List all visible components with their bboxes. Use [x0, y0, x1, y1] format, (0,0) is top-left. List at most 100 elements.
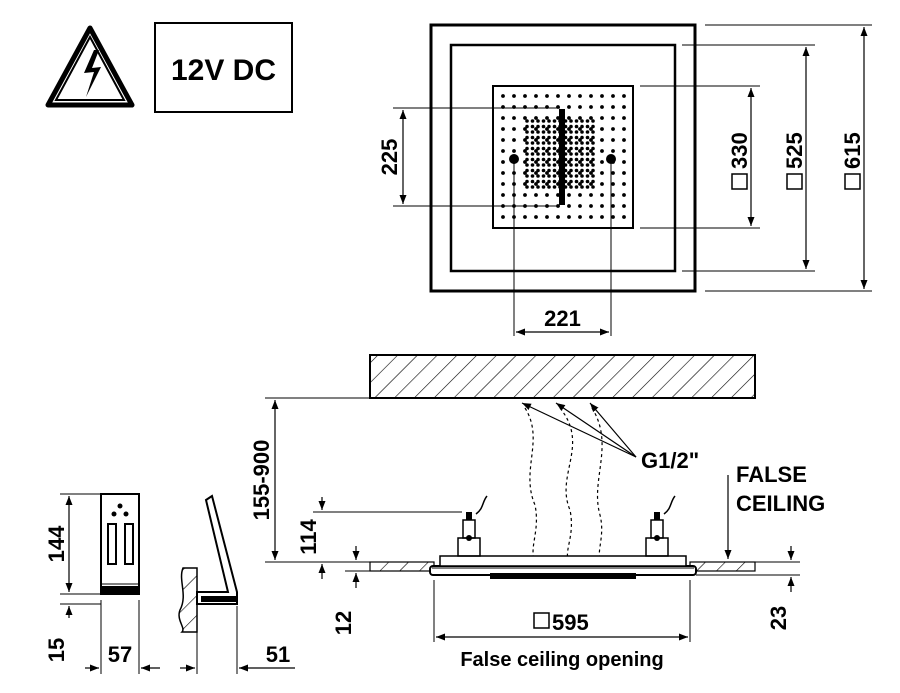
nozzle-dot-dense — [580, 185, 584, 189]
svg-text:525: 525 — [782, 132, 807, 169]
nozzle-dot-dense — [530, 157, 535, 162]
nozzle-dot — [501, 94, 505, 98]
nozzle-dot-dense — [552, 163, 557, 167]
nozzle-dot-dense — [552, 119, 557, 123]
nozzle-dot-dense — [591, 174, 595, 178]
control-unit-front: 144 15 57 — [44, 493, 160, 674]
nozzle-dot-dense — [591, 130, 595, 134]
nozzle-dot-dense — [530, 119, 535, 123]
nozzle-dot-dense — [591, 124, 595, 129]
nozzle-dot-dense — [541, 130, 546, 134]
nozzle-dot — [545, 149, 549, 153]
nozzle-dot-dense — [536, 168, 540, 173]
nozzle-dot-dense — [536, 163, 540, 167]
nozzle-dot-dense — [552, 130, 557, 134]
nozzle-dot — [534, 149, 538, 153]
nozzle-dot — [600, 193, 604, 197]
nozzle-dot-dense — [552, 157, 557, 162]
nozzle-dot — [578, 182, 582, 186]
water-hoses — [524, 407, 603, 561]
nozzle-dot — [611, 149, 615, 153]
nozzle-dot-dense — [580, 124, 584, 129]
nozzle-dot — [589, 204, 593, 208]
nozzle-dot — [501, 127, 505, 131]
nozzle-dot — [501, 160, 505, 164]
nozzle-dot-dense — [574, 152, 579, 156]
nozzle-dot — [589, 149, 593, 153]
top-view: 225 221 330 525 615 — [377, 23, 872, 336]
nozzle-dot-dense — [569, 141, 573, 145]
nozzle-dot-dense — [547, 119, 551, 123]
nozzle-dot-dense — [541, 163, 546, 167]
nozzle-dot — [545, 94, 549, 98]
nozzle-dot — [512, 127, 516, 131]
nozzle-dot-dense — [530, 163, 535, 167]
nozzle-dot-dense — [552, 168, 557, 173]
wall-section — [178, 567, 198, 633]
nozzle-dot — [578, 94, 582, 98]
nozzle-dot — [622, 215, 626, 219]
nozzle-dot-dense — [525, 119, 529, 123]
nozzle-dot — [567, 204, 571, 208]
nozzle-dot — [600, 149, 604, 153]
nozzle-dot — [622, 94, 626, 98]
voltage-label: 12V DC — [171, 54, 276, 87]
nozzle-dot-dense — [536, 141, 540, 145]
nozzle-dot — [611, 171, 615, 175]
nozzle-dot — [600, 171, 604, 175]
nozzle-dot — [600, 105, 604, 109]
side-view: G1/2" FALSE CEILING — [249, 354, 825, 671]
nozzle-dot — [567, 215, 571, 219]
nozzle-dot-dense — [585, 152, 590, 156]
nozzle-dot — [534, 193, 538, 197]
nozzle-dot — [545, 171, 549, 175]
dim-221-label: 221 — [544, 306, 581, 331]
dim-12-label: 12 — [331, 611, 356, 635]
dim-525-label: 525 — [782, 132, 807, 190]
nozzle-dot-dense — [530, 130, 535, 134]
nozzle-dot-dense — [525, 141, 529, 145]
nozzle-dot-dense — [547, 135, 551, 140]
nozzle-dot-dense — [569, 152, 573, 156]
false-ceiling-label-line1: FALSE — [736, 462, 807, 487]
nozzle-dot — [567, 116, 571, 120]
nozzle-dot — [589, 116, 593, 120]
nozzle-dot — [600, 204, 604, 208]
nozzle-dot-dense — [525, 146, 529, 151]
nozzle-dot-dense — [541, 135, 546, 140]
nozzle-dot-dense — [574, 135, 579, 140]
nozzle-dot — [523, 127, 527, 131]
nozzle-dot — [556, 215, 560, 219]
nozzle-dot — [523, 215, 527, 219]
nozzle-dot — [611, 138, 615, 142]
nozzle-dot — [501, 171, 505, 175]
nozzle-dot — [523, 138, 527, 142]
nozzle-dot — [567, 105, 571, 109]
nozzle-dot — [523, 149, 527, 153]
nozzle-dot-dense — [569, 157, 573, 162]
nozzle-dot-dense — [569, 185, 573, 189]
nozzle-dot-dense — [525, 124, 529, 129]
nozzle-dot-dense — [536, 174, 540, 178]
nozzle-dot — [622, 204, 626, 208]
nozzle-dot — [545, 182, 549, 186]
dim-23-label: 23 — [766, 606, 791, 630]
nozzle-dot-dense — [525, 163, 529, 167]
nozzle-dot-dense — [569, 174, 573, 178]
false-ceiling-label-line2: CEILING — [736, 491, 825, 516]
nozzle-dot — [589, 127, 593, 131]
nozzle-dot — [534, 94, 538, 98]
nozzle-dot — [589, 138, 593, 142]
nozzle-dot-dense — [569, 168, 573, 173]
nozzle-dot-dense — [547, 163, 551, 167]
nozzle-dot-dense — [585, 179, 590, 184]
nozzle-dot — [578, 215, 582, 219]
nozzle-dot — [534, 182, 538, 186]
nozzle-dot — [501, 182, 505, 186]
nozzle-dot-dense — [547, 157, 551, 162]
nozzle-dot — [534, 160, 538, 164]
nozzle-dot-dense — [547, 130, 551, 134]
nozzle-dot-dense — [580, 174, 584, 178]
dim-15-label: 15 — [44, 638, 69, 662]
